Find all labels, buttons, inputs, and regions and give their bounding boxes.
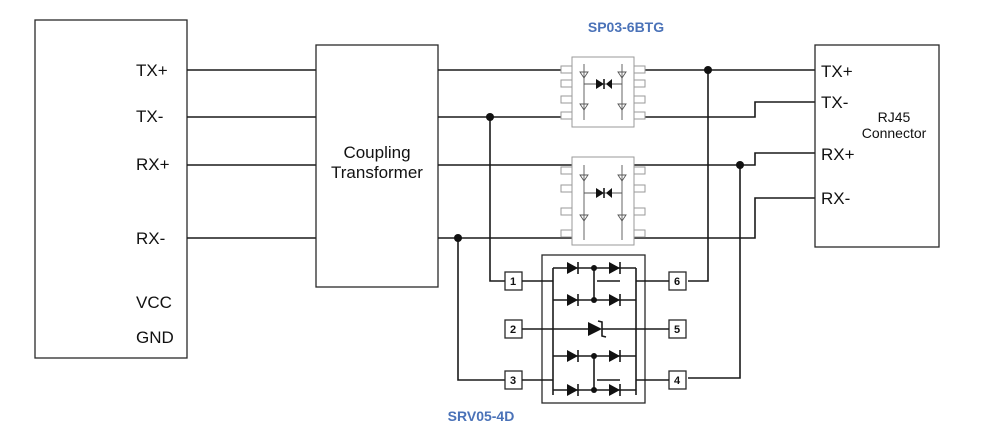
junction-tx-plus [704,66,712,74]
srv05-pin3-label: 3 [510,375,516,387]
srv05-chip: 1 2 3 6 5 4 [504,254,687,404]
phy-pin-gnd: GND [136,328,174,347]
rj45-pin-rx-minus: RX- [821,189,850,208]
transformer-label-line2: Transformer [331,163,423,182]
phy-block [34,19,188,359]
wire-srv-pin6 [688,70,709,282]
phy-pin-tx-plus: TX+ [136,61,168,80]
srv05-pin2-label: 2 [510,324,516,336]
sp03-chip-bottom [560,156,646,246]
transformer-label-line1: Coupling [343,143,410,162]
rj45-pin-tx-minus: TX- [821,93,848,112]
srv05-title: SRV05-4D [448,408,515,424]
coupling-transformer [315,44,439,288]
sp03-chip-top [560,56,646,128]
rj45-connector [814,44,940,248]
wire-srv-pin3 [457,238,505,381]
rj45-label-line2: Connector [862,125,927,141]
rj45-label-line1: RJ45 [878,109,911,125]
srv05-pin6-label: 6 [674,276,680,288]
srv05-pin5-label: 5 [674,324,680,336]
phy-pin-rx-plus: RX+ [136,155,170,174]
junction-tx-minus [486,113,494,121]
junction-rx-plus [736,161,744,169]
junction-rx-minus [454,234,462,242]
rj45-pin-rx-plus: RX+ [821,145,855,164]
sp03-title: SP03-6BTG [588,19,664,35]
srv05-pin4-label: 4 [674,375,681,387]
wire-srv-pin1 [489,117,505,282]
phy-pin-tx-minus: TX- [136,107,163,126]
phy-pin-vcc: VCC [136,293,172,312]
rj45-pin-tx-plus: TX+ [821,62,853,81]
phy-pin-rx-minus: RX- [136,229,165,248]
srv05-pin1-label: 1 [510,276,516,288]
wire-srv-pin4 [688,165,741,379]
